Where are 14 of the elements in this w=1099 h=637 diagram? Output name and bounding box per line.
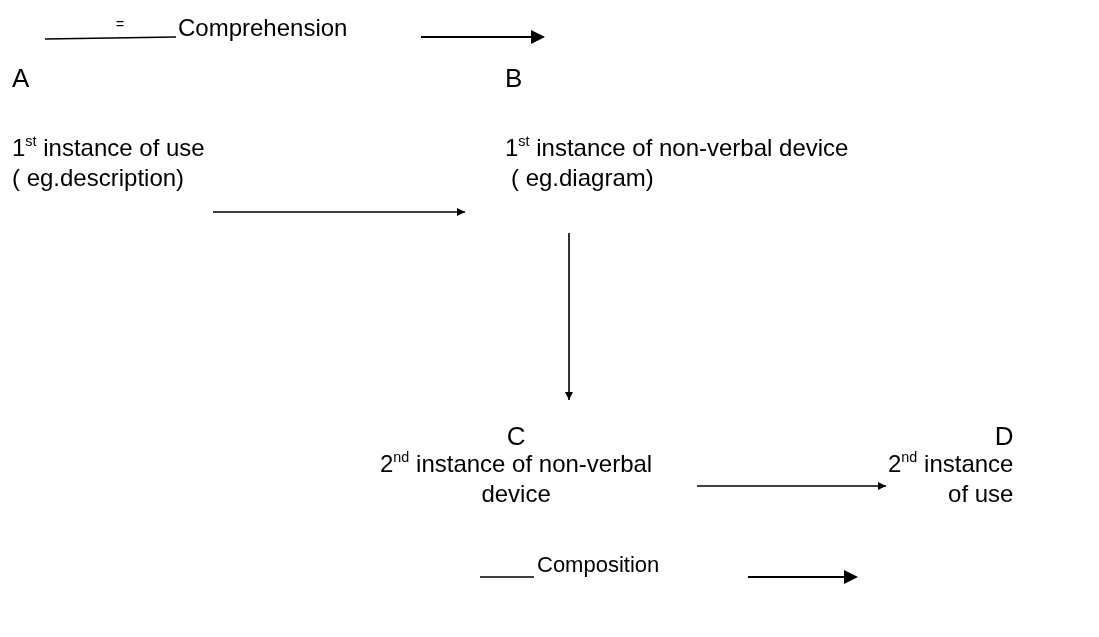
node-text: device xyxy=(481,478,551,509)
direction-label: Composition xyxy=(537,552,660,578)
arrow xyxy=(696,482,887,490)
arrow xyxy=(212,208,466,216)
equals-sign: = xyxy=(116,16,125,32)
node-letter: A xyxy=(12,62,30,95)
node-text: ( eg.description) xyxy=(12,162,185,193)
node-text: ( eg.diagram) xyxy=(510,162,654,193)
node-text: 1$^{st}$ instance of non-verbal device xyxy=(505,132,849,163)
node-text: 1$^{st}$ instance of use xyxy=(12,132,205,163)
arrow xyxy=(565,232,573,401)
node-letter: B xyxy=(505,62,523,95)
node-text: of use xyxy=(948,478,1014,509)
direction-label: Comprehension xyxy=(178,14,348,42)
